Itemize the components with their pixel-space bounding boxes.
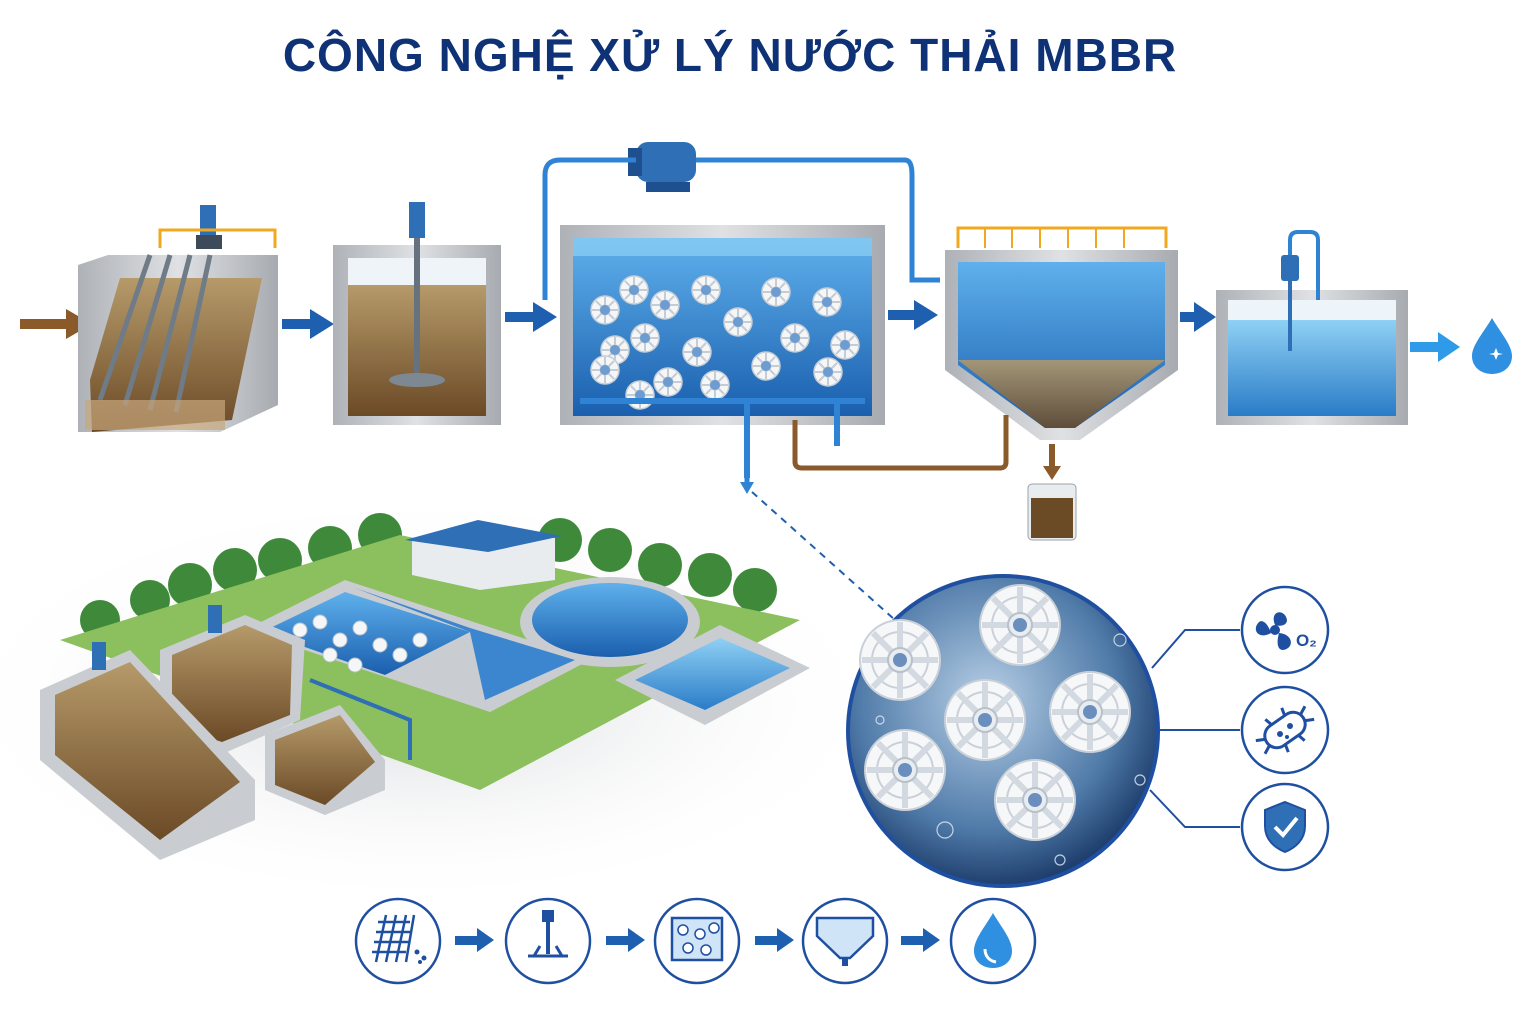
clarifier bbox=[945, 226, 1178, 440]
o2-label: O₂ bbox=[1296, 631, 1317, 650]
bar-screen-icon bbox=[354, 897, 442, 985]
effluent-arrow bbox=[1410, 332, 1460, 362]
equalization-tank bbox=[333, 202, 501, 425]
water-drop-icon bbox=[949, 897, 1037, 985]
sludge-container bbox=[1027, 444, 1077, 541]
shield-check-icon bbox=[1240, 782, 1330, 872]
air-pipe bbox=[542, 157, 940, 300]
mbbr-reactor bbox=[560, 225, 885, 478]
aeration-oxygen-icon: O₂ bbox=[1240, 585, 1330, 675]
flow-arrow-3 bbox=[888, 300, 938, 330]
biomedia-closeup bbox=[846, 574, 1160, 888]
bacteria-icon bbox=[1240, 685, 1330, 775]
bottom-arrow-2 bbox=[606, 928, 645, 952]
clean-water-tank bbox=[1216, 230, 1408, 425]
mixer-icon bbox=[504, 897, 592, 985]
page-title: CÔNG NGHỆ XỬ LÝ NƯỚC THẢI MBBR bbox=[282, 29, 1178, 81]
flow-arrow-2 bbox=[505, 302, 557, 332]
flow-arrow-1 bbox=[282, 309, 334, 339]
sludge-return-pipe bbox=[792, 415, 1009, 471]
bottom-arrow-1 bbox=[455, 928, 494, 952]
flow-arrow-4 bbox=[1180, 302, 1216, 332]
zoom-dashed-line bbox=[751, 491, 896, 621]
bottom-arrow-3 bbox=[755, 928, 794, 952]
benefit-connectors bbox=[1149, 629, 1240, 828]
water-drop-icon bbox=[1472, 318, 1512, 374]
screening-chamber bbox=[78, 205, 278, 432]
bottom-arrow-4 bbox=[901, 928, 940, 952]
bottom-process-flow bbox=[354, 897, 1037, 985]
air-blower bbox=[628, 142, 696, 192]
plant-overview bbox=[0, 510, 850, 890]
biomedia-tank-icon bbox=[653, 897, 741, 985]
settling-cone-icon bbox=[801, 897, 889, 985]
